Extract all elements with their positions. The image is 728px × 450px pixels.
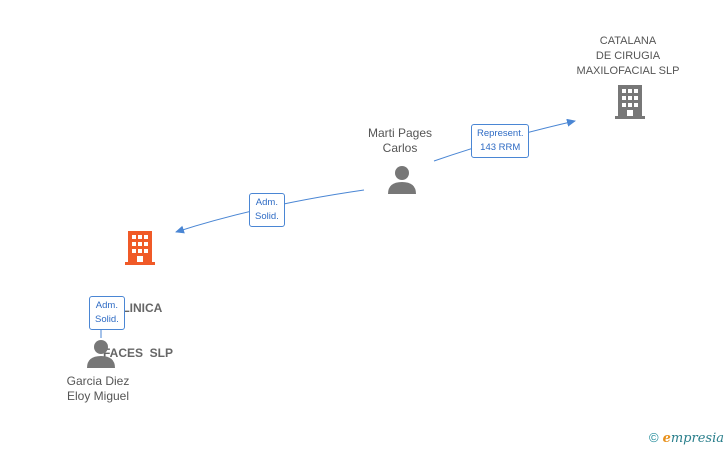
brand-logo-initial: e (662, 431, 671, 446)
person-icon[interactable] (86, 339, 116, 369)
node-label-marti[interactable]: Marti Pages Carlos (367, 126, 433, 155)
brand-logo-text: mpresia (670, 431, 724, 446)
building-icon[interactable] (614, 84, 646, 120)
footer-brand: ©empresia (649, 430, 724, 446)
person-icon[interactable] (387, 165, 417, 195)
node-label-catalana[interactable]: CATALANA DE CIRUGIA MAXILOFACIAL SLP (576, 35, 680, 77)
edge-label-adm-clinica[interactable]: Adm. Solid. (249, 193, 285, 227)
edge-label-represent[interactable]: Represent. 143 RRM (471, 124, 530, 158)
node-label-garcia[interactable]: Garcia Diez Eloy Miguel (66, 374, 130, 403)
building-icon[interactable] (124, 230, 156, 266)
copyright-icon: © (648, 430, 659, 445)
node-label-clinica[interactable]: CLINICA FACES SLP (102, 301, 173, 360)
edge-label-adm-garcia[interactable]: Adm. Solid. (89, 296, 125, 330)
